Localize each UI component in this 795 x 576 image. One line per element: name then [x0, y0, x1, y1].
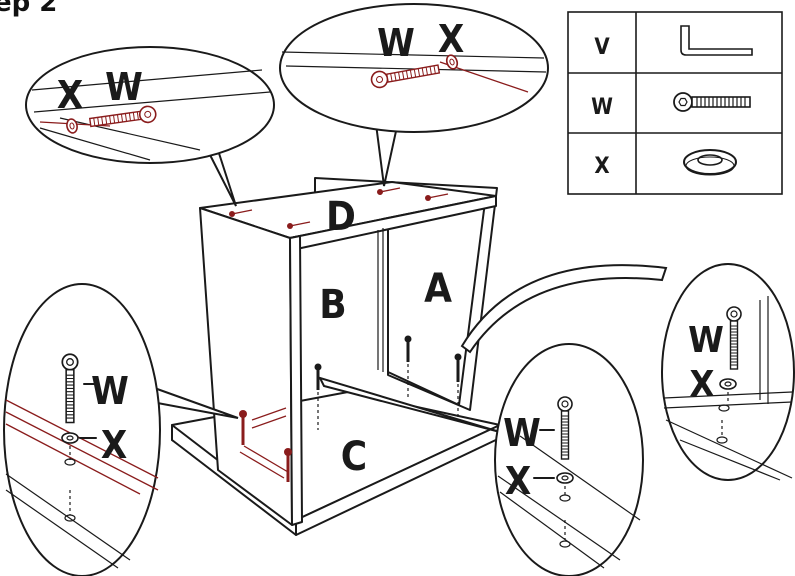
part-letter-w: W [591, 95, 613, 120]
callout-left: W X [3, 283, 239, 576]
label-c: C [341, 434, 367, 480]
top-screws [229, 187, 449, 229]
inner-screws [314, 335, 462, 430]
step-title: ep 2 [0, 0, 58, 18]
label-d: D [326, 194, 356, 240]
callout-top-left: X W [25, 46, 275, 207]
panel-b [199, 207, 293, 526]
callout-bottom-right: W X [318, 343, 644, 576]
cabinet-assembly: D B A C [171, 177, 501, 536]
side-screws [239, 407, 292, 482]
callout-left-w: W [91, 369, 129, 413]
part-letter-v: V [594, 35, 610, 60]
callout-left-x: X [101, 423, 127, 467]
washer-icon [683, 149, 737, 176]
callout-top-center-x: X [438, 17, 464, 61]
allen-key-icon [680, 25, 753, 56]
callout-top-center: W X [279, 3, 549, 187]
callout-top-left-w: W [105, 65, 143, 109]
screw-icon [673, 92, 751, 112]
callout-bottom-right-x: X [505, 459, 531, 503]
part-letter-x: X [594, 154, 609, 179]
callout-bottom-right-w: W [503, 411, 541, 455]
label-a: A [424, 266, 452, 312]
callout-right-w: W [688, 320, 724, 361]
parts-table: V W X [567, 11, 783, 195]
label-b: B [319, 282, 346, 328]
callout-top-center-w: W [377, 21, 415, 65]
callout-right: W X [460, 263, 795, 481]
callout-top-left-x: X [57, 73, 83, 117]
callout-right-x: X [690, 364, 715, 405]
